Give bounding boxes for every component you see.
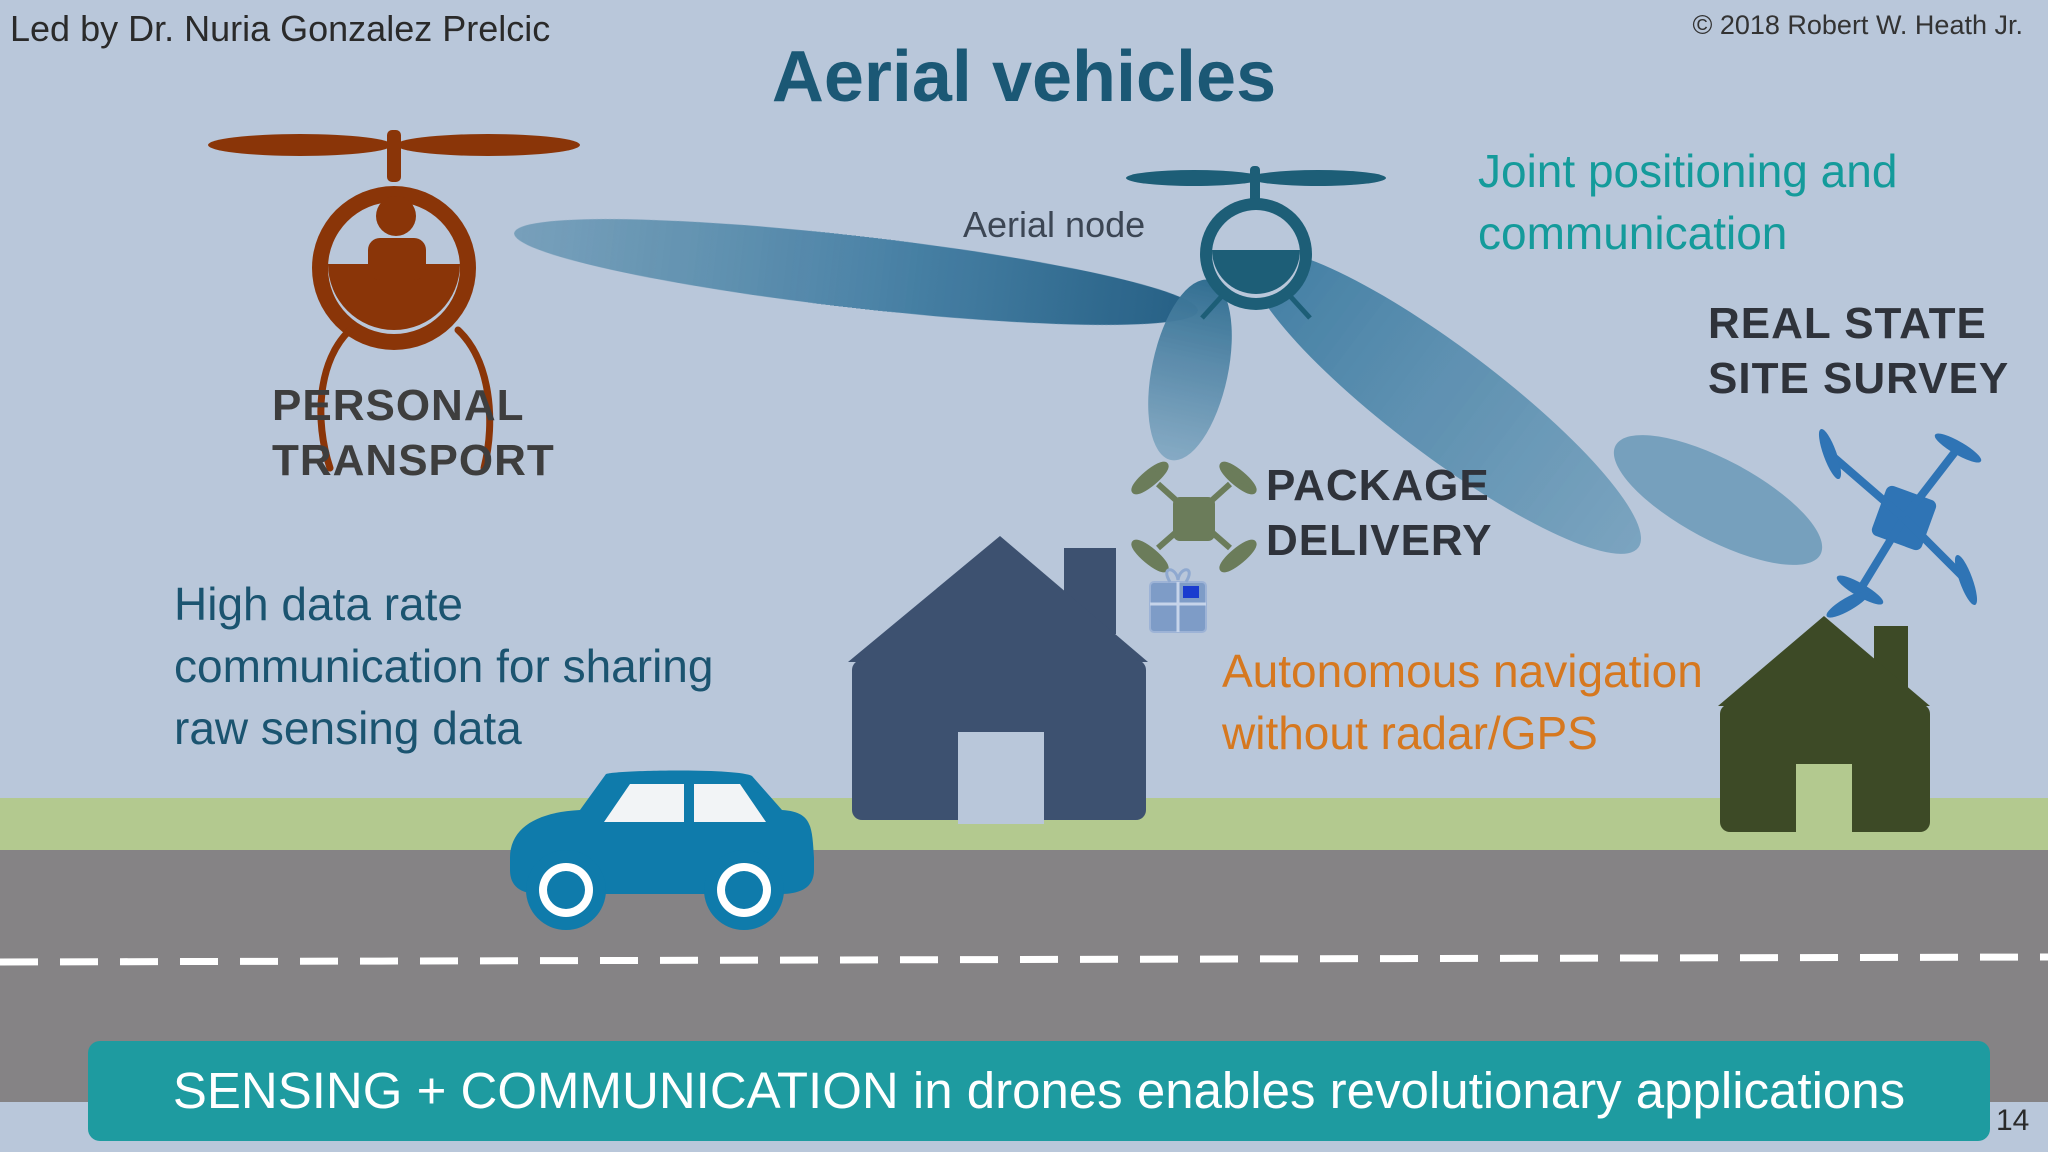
personal-line-2: TRANSPORT [272,436,555,485]
aerial-node-icon [1126,166,1386,320]
gift-package-icon [1149,568,1207,633]
real-state-line-1: REAL STATE [1708,299,1987,348]
credit-text: Led by Dr. Nuria Gonzalez Prelcic [10,8,551,49]
joint-positioning-caption: Joint positioning and communication [1478,140,1897,264]
copyright-text: © 2018 Robert W. Heath Jr. [1692,10,2023,40]
road-lane-dashes [0,953,2048,966]
aerial-node-label: Aerial node [963,204,1146,245]
package-delivery-label: PACKAGE DELIVERY [1266,458,1492,568]
autonomous-line-2: without radar/GPS [1222,707,1598,759]
package-line-2: DELIVERY [1266,516,1493,565]
personal-line-1: PERSONAL [272,381,525,430]
real-state-line-2: SITE SURVEY [1708,354,2010,403]
beam-to-package-drone [1148,279,1232,461]
high-rate-line-1: High data rate [174,578,463,630]
beam-to-personal-transport [514,219,1198,325]
beam-to-survey-drone [1249,250,1641,554]
page-number: 14 [1996,1104,2030,1137]
high-rate-line-3: raw sensing data [174,702,522,754]
slide-title: Aerial vehicles [771,37,1277,117]
joint-line-2: communication [1478,207,1788,259]
package-drone-icon [1131,461,1257,573]
survey-drone-icon [1818,428,1982,618]
high-data-rate-caption: High data rate communication for sharing… [174,573,713,759]
beam-tail [1613,435,1823,565]
autonomous-navigation-caption: Autonomous navigation without radar/GPS [1222,640,1703,764]
radio-beams [514,219,1823,565]
summary-banner [88,1041,1990,1141]
package-line-1: PACKAGE [1266,461,1490,510]
joint-line-1: Joint positioning and [1478,145,1898,197]
personal-transport-label: PERSONAL TRANSPORT [272,378,555,488]
real-state-survey-label: REAL STATE SITE SURVEY [1708,296,2009,406]
autonomous-line-1: Autonomous navigation [1222,645,1703,697]
car-icon [510,770,814,930]
summary-banner-text: SENSING + COMMUNICATION in drones enable… [172,1062,1906,1119]
high-rate-line-2: communication for sharing [174,640,714,692]
